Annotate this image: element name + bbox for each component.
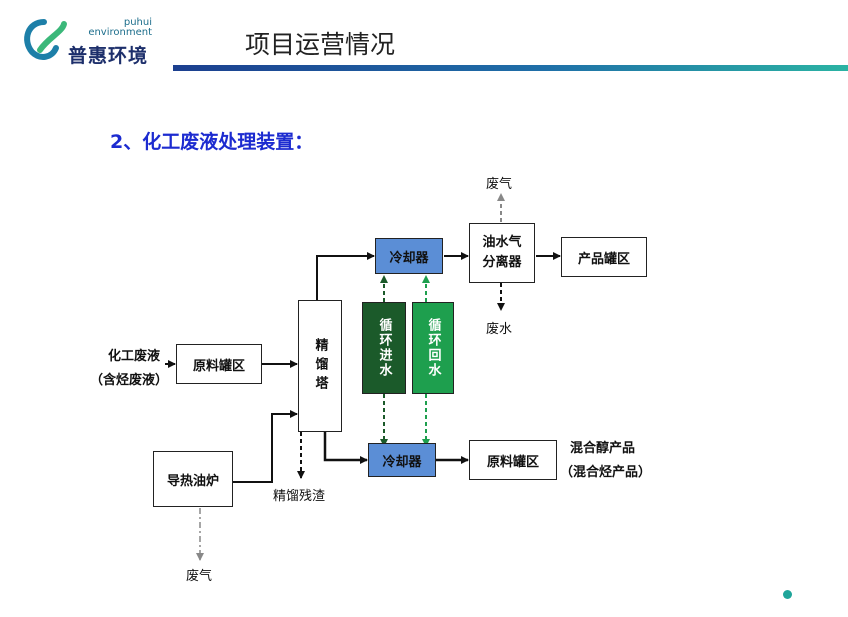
waste-gas-bottom-label: 废气 [186,569,213,584]
water-back-box: 循环回水 [412,302,454,394]
cooler-bottom-box: 冷却器 [368,443,436,477]
column-label: 精馏塔 [312,337,328,395]
header-accent-bar [173,65,848,71]
logo-en-line2: environment [88,27,152,38]
arrow-heater-to-column [232,410,298,483]
cooler-top-box: 冷却器 [375,238,443,274]
raw-tank-box: 原料罐区 [176,344,262,384]
separator-box: 油水气 分离器 [469,223,535,283]
section-title: 2、化工废液处理装置： [110,131,314,153]
separator-label-2: 分离器 [482,255,522,270]
mixed-tank-box: 原料罐区 [469,440,557,480]
waste-gas-top-label: 废气 [486,177,513,192]
separator-label-1: 油水气 [482,235,522,250]
input-label-1: 化工废液 [108,349,161,364]
residue-label: 精馏残渣 [273,489,326,504]
arrow-column-to-cooler-top [316,252,375,300]
arrow-column-to-cooler-bottom [323,432,368,464]
waste-water-label: 废水 [486,322,513,337]
logo: puhui environment 普惠环境 [18,10,153,67]
mixed-product-label-2: （混合烃产品） [560,465,652,480]
water-in-box: 循环进水 [362,302,406,394]
product-tank-box: 产品罐区 [561,237,647,277]
logo-cn: 普惠环境 [68,45,149,67]
logo-mark-icon [24,19,67,60]
page-title: 项目运营情况 [245,30,396,59]
water-back-label: 循环回水 [425,318,441,378]
logo-en-line1: puhui [123,17,152,28]
heater-box: 导热油炉 [153,451,233,507]
mixed-product-label-1: 混合醇产品 [570,441,636,456]
water-in-label: 循环进水 [376,318,392,378]
input-label-2: （含烃废液） [90,373,169,388]
distillation-column-box: 精馏塔 [298,300,342,432]
decorative-dot [783,590,792,599]
